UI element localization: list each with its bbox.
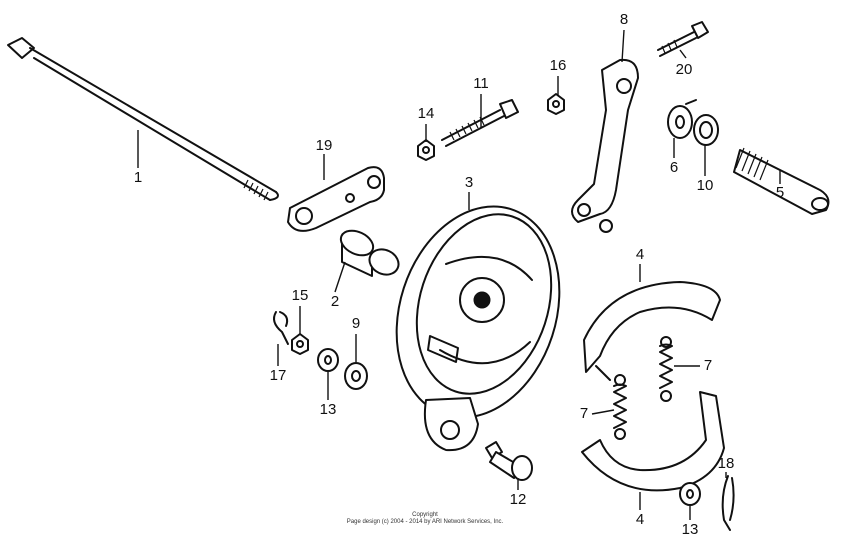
part-cotter-pin-18 — [721, 475, 735, 531]
callout-4-lower: 4 — [636, 511, 644, 528]
part-spring-lower — [613, 374, 627, 440]
callout-7-left: 7 — [580, 405, 588, 422]
callout-19: 19 — [316, 137, 333, 154]
callout-11: 11 — [473, 75, 489, 92]
leader-lines — [137, 29, 781, 520]
callout-12: 12 — [510, 491, 527, 508]
callout-14: 14 — [418, 105, 435, 122]
part-brake-shoe-lower — [581, 391, 725, 492]
callout-7-right: 7 — [704, 357, 712, 374]
part-torque-link — [287, 166, 385, 232]
callout-17: 17 — [270, 367, 287, 384]
callout-13-right: 13 — [682, 521, 699, 538]
callout-2: 2 — [331, 293, 339, 310]
callout-16: 16 — [550, 57, 567, 74]
callout-13-left: 13 — [320, 401, 337, 418]
part-washer-13b — [679, 482, 701, 506]
callout-15: 15 — [292, 287, 309, 304]
part-washer-9 — [344, 362, 368, 390]
part-pivot-bolt — [485, 441, 533, 481]
callout-3: 3 — [465, 174, 473, 191]
callout-20: 20 — [676, 61, 693, 78]
part-cotter-pin-17 — [273, 311, 289, 345]
part-bolt-20 — [657, 21, 709, 57]
part-washer-13a — [317, 348, 339, 372]
callout-1: 1 — [134, 169, 142, 186]
callout-6: 6 — [670, 159, 678, 176]
callout-labels: 1 2 3 4 4 5 6 7 7 8 9 10 11 12 13 13 14 … — [134, 11, 784, 538]
callout-10: 10 — [697, 177, 714, 194]
callout-8: 8 — [620, 11, 628, 28]
part-spring-upper — [659, 336, 673, 402]
part-collar — [339, 229, 400, 277]
part-nut-16 — [547, 93, 565, 115]
part-seal-10 — [693, 114, 719, 146]
copyright-notice: Copyright Page design (c) 2004 - 2014 by… — [0, 512, 850, 526]
copyright-text: Page design (c) 2004 - 2014 by ARI Netwo… — [346, 519, 504, 525]
copyright-title: Copyright — [412, 512, 438, 518]
part-nut-15 — [291, 333, 309, 355]
part-brake-arm — [571, 58, 639, 233]
part-nut-14 — [417, 139, 435, 161]
part-brake-panel — [395, 205, 561, 452]
part-bolt-long — [441, 99, 519, 147]
callout-18: 18 — [718, 455, 735, 472]
part-brake-cam — [733, 147, 830, 215]
callout-9: 9 — [352, 315, 360, 332]
part-brake-shoe-upper — [583, 281, 721, 381]
part-washer-6 — [667, 99, 697, 139]
part-axle — [7, 37, 279, 201]
callout-5: 5 — [776, 184, 784, 201]
callout-4-upper: 4 — [636, 246, 644, 263]
